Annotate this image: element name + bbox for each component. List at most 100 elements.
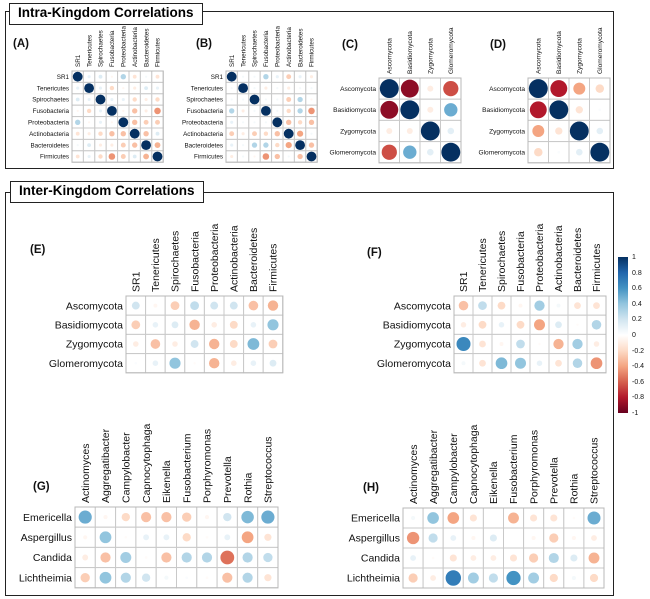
corr-dot [76,144,79,147]
panel-label: (H) [363,482,379,494]
col-label: Streptococcus [589,437,601,504]
row-label: Bacteroidetes [184,142,223,149]
corr-dot [590,142,610,162]
corr-dot [447,512,460,524]
row-label: Ascomycota [489,86,525,93]
corr-dot [72,71,83,82]
corr-dot [557,150,561,154]
row-label: Spirochaetes [186,97,223,104]
corr-dot [120,131,126,137]
corr-dot [411,515,416,521]
corr-dot [263,131,269,136]
corr-dot [264,574,272,582]
corr-dot [406,531,420,545]
corr-dot [276,87,279,90]
corr-dot [430,575,437,581]
corr-dot [589,573,599,583]
corr-dot [242,572,253,583]
col-label: Proteobacteria [209,224,221,292]
row-label: Zygomycota [489,128,525,135]
corr-dot [297,108,303,114]
corr-dot [190,301,200,310]
corr-dot [534,300,545,311]
corr-dot [469,514,477,522]
corr-dot [596,127,604,135]
corr-dot [274,153,280,160]
corr-dot [230,154,234,159]
corr-dot [229,320,238,329]
corr-dot [516,339,525,349]
col-label: Proteobacteria [121,26,128,67]
row-label: Aspergillus [349,533,400,545]
corr-dot [152,322,159,328]
row-label: Aspergillus [21,532,72,544]
corr-dot [204,515,210,520]
row-label: Fusobacteria [33,108,70,115]
corr-dot [182,512,192,522]
corr-dot [208,338,220,350]
row-label: Glomeromycota [49,358,123,370]
corr-dot [155,119,160,125]
corr-dot [161,552,172,563]
corr-dot [264,86,268,90]
corr-dot [108,153,116,160]
row-label: Fusobacteria [187,108,224,115]
corr-dot [150,339,161,349]
col-label: SR1 [75,54,82,67]
corr-dot [445,570,461,586]
corr-dot [431,556,435,560]
corr-dot [490,555,497,561]
corr-dot [571,535,576,541]
corr-dot [248,300,259,311]
corr-dot [161,512,172,523]
col-label: Actinobacteria [553,225,565,292]
corr-dot [241,132,245,136]
corr-dot [131,301,140,310]
corr-dot [591,320,602,330]
corr-dot [241,109,245,113]
corr-dot [495,357,508,370]
corr-dot [87,143,91,148]
row-label: Emericella [23,512,72,524]
corr-dot [132,74,137,79]
corr-dot [529,553,539,563]
corr-dot [80,573,90,583]
row-label: Zygomycota [394,339,451,351]
corr-dot [98,154,103,159]
corr-dot [400,79,419,98]
col-label: Aggregatibacter [100,428,112,503]
corr-dot [193,361,196,365]
col-label: SR1 [229,54,236,67]
colorbar-tick-label: -1 [632,410,639,417]
row-label: Basidiomycota [333,107,376,114]
corr-dot [181,552,192,563]
corr-dot [83,535,88,540]
corr-dot [205,576,209,580]
corr-dot [110,75,113,78]
row-label: Zygomycota [66,339,123,351]
corr-dot [499,342,504,346]
col-label: Actinomyces [80,443,92,503]
corr-dot [498,322,505,328]
corr-dot [242,144,245,147]
row-label: Glomeromycota [478,150,525,157]
corr-dot [109,131,115,137]
corr-dot [78,510,92,524]
corr-dot [230,98,233,101]
col-label: Firmicutes [268,244,280,292]
corr-dot [143,534,150,541]
panel-label: (B) [196,38,212,50]
corr-dot [143,153,150,160]
corr-dot [107,106,117,116]
corr-dot [129,128,140,139]
corr-dot [75,97,80,102]
corr-dot [190,340,199,348]
inter-kingdom-box [5,192,614,596]
matrix-border [125,295,284,374]
corr-dot [242,155,245,158]
corr-dot [575,106,583,114]
corr-dot [87,154,91,159]
col-label: Tenericutes [240,35,247,67]
corr-dot [574,302,581,309]
corr-dot [144,86,149,90]
